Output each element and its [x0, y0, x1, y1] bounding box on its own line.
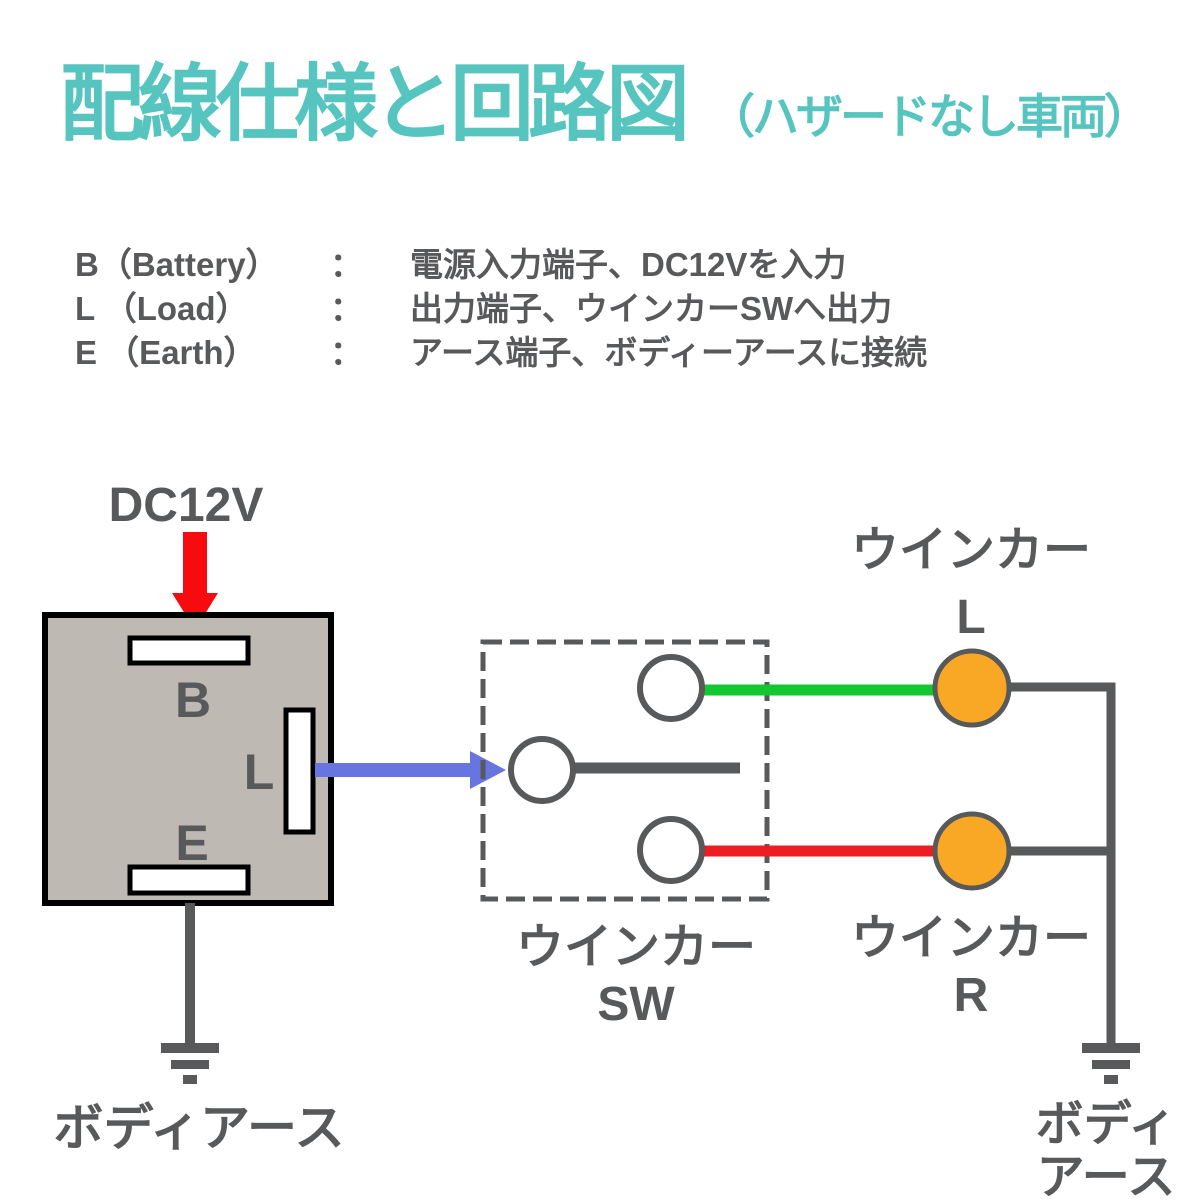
legend-desc-b: 電源入力端子、DC12Vを入力	[410, 246, 847, 283]
legend-desc-l: 出力端子、ウインカーSWへ出力	[410, 290, 893, 327]
legend-term-e: E （Earth）	[75, 334, 257, 371]
switch-contact-right	[637, 816, 705, 884]
ground-right-label-line1: ボディ	[1036, 1097, 1177, 1151]
ground-symbol-right	[1082, 1043, 1140, 1084]
terminal-b-label: B	[175, 672, 211, 728]
terminal-l-slot	[283, 707, 316, 835]
terminal-b-slot	[127, 635, 251, 666]
lamp-winker-right	[932, 811, 1012, 891]
title-main: 配線仕様と回路図	[60, 57, 690, 151]
winker-right-label-line2: R	[954, 969, 989, 1022]
ground-symbol-left	[161, 1043, 219, 1084]
terminal-legend: B（Battery） ： 電源入力端子、DC12Vを入力 L （Load） ： …	[75, 240, 927, 372]
switch-label-line1: ウインカー	[516, 921, 756, 974]
switch-contact-common	[508, 736, 576, 804]
title-sub: （ハザードなし車両）	[708, 90, 1151, 143]
lamp-winker-left	[932, 648, 1012, 728]
legend-colon: ：	[330, 334, 363, 371]
winker-right-label-line1: ウインカー	[851, 912, 1091, 965]
legend-colon: ：	[330, 246, 363, 283]
dc12v-label: DC12V	[109, 479, 264, 532]
winker-left-label-line1: ウインカー	[851, 524, 1091, 577]
ground-right-label-line2: アース	[1037, 1151, 1176, 1200]
legend-desc-e: アース端子、ボディーアースに接続	[410, 334, 928, 371]
switch-contact-left	[637, 654, 705, 722]
terminal-l-label: L	[244, 744, 275, 800]
ground-left-label: ボディアース	[54, 1100, 345, 1156]
legend-colon: ：	[330, 290, 363, 327]
legend-term-l: L （Load）	[75, 290, 249, 327]
dc12v-arrow-icon	[172, 532, 218, 630]
winker-left-label-line2: L	[956, 591, 985, 644]
legend-term-b: B（Battery）	[75, 246, 279, 283]
load-output-arrow-icon	[315, 751, 506, 789]
switch-label-line2: SW	[597, 978, 675, 1031]
switch-box	[480, 639, 770, 902]
page-title: 配線仕様と回路図 （ハザードなし車両）	[60, 57, 1151, 151]
terminal-e-slot	[127, 864, 251, 896]
terminal-e-label: E	[175, 815, 208, 871]
earth-wire-right	[1005, 682, 1116, 1043]
